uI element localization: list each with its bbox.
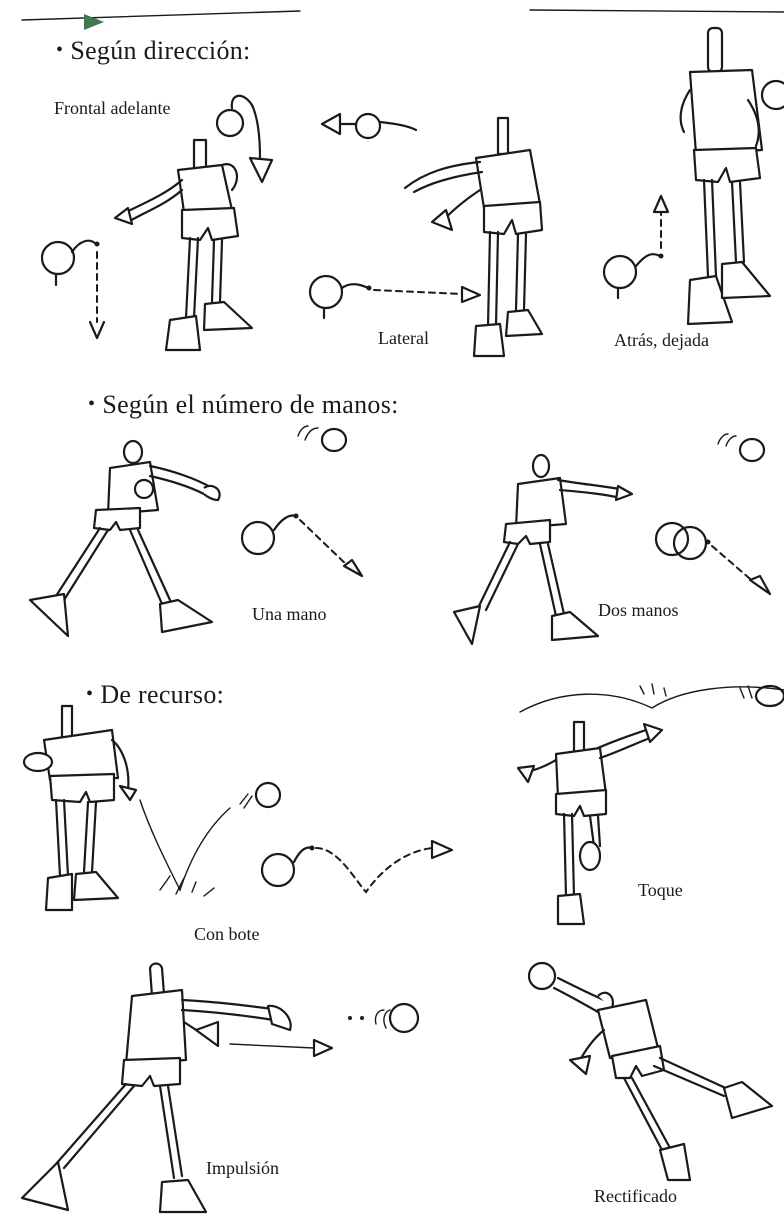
top-rule-right [530, 10, 784, 12]
figure-con-bote [24, 706, 452, 910]
figure-lateral [310, 114, 542, 356]
heading-segun-manos: • Según el número de manos: [88, 390, 399, 420]
top-rule-left [22, 11, 300, 30]
bullet-icon: • [88, 393, 95, 415]
label-dos-manos: Dos manos [598, 600, 679, 621]
heading-de-recurso: • De recurso: [86, 680, 224, 710]
bullet-icon: • [86, 683, 93, 705]
label-impulsion: Impulsión [206, 1158, 279, 1179]
heading-text: De recurso: [100, 680, 224, 709]
bullet-icon: • [56, 39, 63, 61]
heading-segun-direccion: • Según dirección: [56, 36, 251, 66]
label-rectificado: Rectificado [594, 1186, 677, 1207]
label-con-bote: Con bote [194, 924, 260, 945]
label-una-mano: Una mano [252, 604, 326, 625]
heading-text: Según el número de manos: [102, 390, 398, 419]
label-lateral: Lateral [378, 328, 429, 349]
green-arrow-icon [84, 14, 104, 30]
label-atras-dejada: Atrás, dejada [614, 330, 709, 351]
heading-text: Según dirección: [70, 36, 250, 65]
figure-rectificado [529, 963, 772, 1180]
label-toque: Toque [638, 880, 683, 901]
label-frontal-adelante: Frontal adelante [54, 98, 170, 119]
figure-atras [604, 28, 784, 324]
figure-frontal [42, 96, 272, 350]
